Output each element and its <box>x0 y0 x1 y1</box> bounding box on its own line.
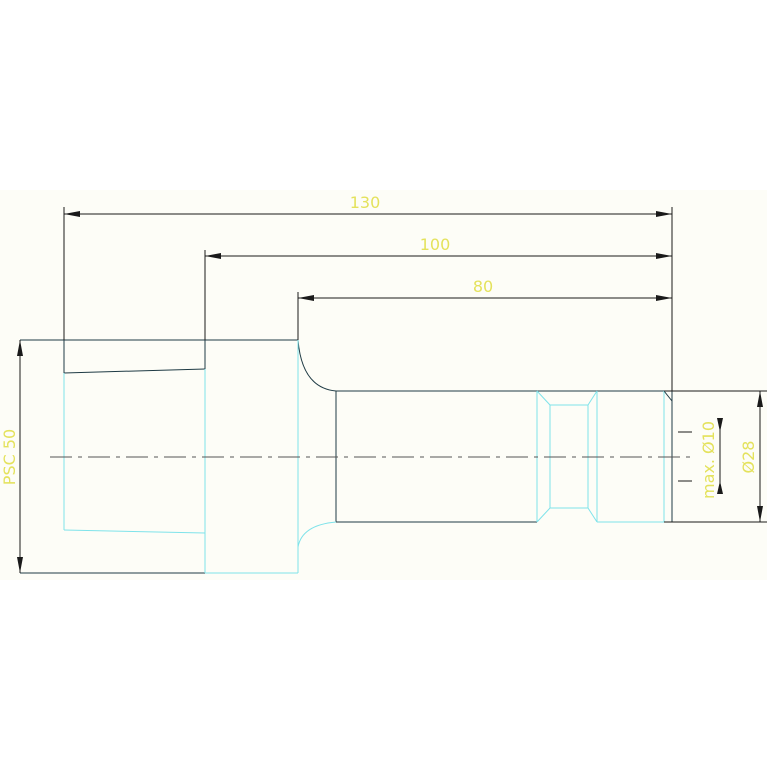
groove-chamfer-bl <box>536 507 551 523</box>
drawing-sheet <box>0 190 767 580</box>
taper-bottom-edge <box>63 529 206 534</box>
fillet-top <box>297 339 337 392</box>
end-chamfer <box>663 390 673 402</box>
dimension-outer-diameter: Ø28 <box>664 390 767 523</box>
arrowhead <box>757 506 763 522</box>
dimension-psc: PSC 50 <box>0 340 23 573</box>
dimension-label-80: 80 <box>473 277 493 296</box>
arrowhead <box>717 481 723 494</box>
dimension-label-bore: max. Ø10 <box>699 421 718 499</box>
arrowhead <box>64 211 80 217</box>
arrowhead <box>17 557 23 573</box>
dimension-100: 100 <box>204 235 672 340</box>
arrowhead <box>17 340 23 356</box>
arrowhead <box>717 418 723 432</box>
groove-chamfer-tl <box>536 390 551 406</box>
taper-top-edge <box>63 368 206 374</box>
arrowhead <box>205 253 221 259</box>
fillet-bottom <box>297 521 337 548</box>
arrowhead <box>656 211 672 217</box>
dimension-label-130: 130 <box>350 193 381 212</box>
dimension-80: 80 <box>297 277 672 340</box>
dimension-label-100: 100 <box>420 235 451 254</box>
groove-chamfer-tr <box>587 390 598 406</box>
dimension-130: 130 <box>63 193 673 391</box>
groove-chamfer-br <box>587 507 598 523</box>
arrowhead <box>656 253 672 259</box>
dimension-label-psc: PSC 50 <box>0 429 19 485</box>
arrowhead <box>298 295 314 301</box>
part-hidden-edges <box>63 340 665 574</box>
arrowhead <box>757 391 763 407</box>
dimension-bore: max. Ø10 <box>678 418 723 499</box>
dimension-label-outer: Ø28 <box>739 441 758 474</box>
arrowhead <box>656 295 672 301</box>
